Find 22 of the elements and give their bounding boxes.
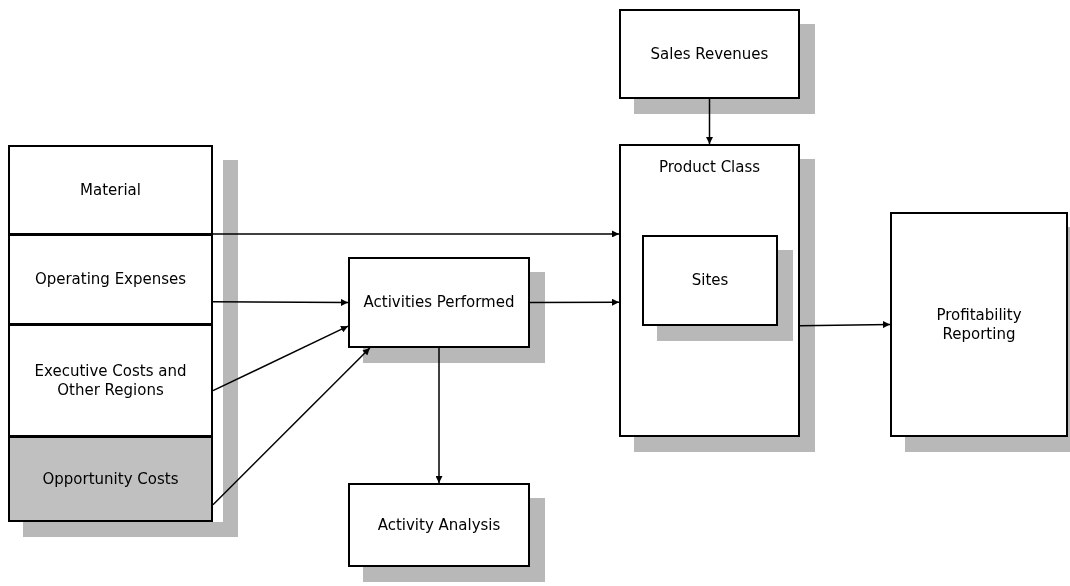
arrow	[212, 298, 349, 306]
arrow	[212, 230, 620, 238]
box-label: Material	[79, 180, 142, 200]
box-label: Profitability Reporting	[935, 305, 1023, 344]
box-label: Activities Performed	[362, 293, 516, 312]
box-label: Opportunity Costs	[41, 469, 180, 489]
process-box	[8, 234, 213, 325]
arrow	[435, 347, 443, 484]
arrow	[706, 98, 713, 145]
arrow	[212, 347, 371, 506]
arrow	[529, 298, 620, 306]
box-label: Executive Costs and Other Regions	[33, 361, 188, 400]
box-label: Activity Analysis	[376, 515, 502, 535]
box-label: Sites	[690, 271, 730, 290]
process-box	[8, 436, 213, 522]
arrow	[212, 325, 349, 392]
box-label: Sales Revenues	[649, 44, 770, 64]
box-label: Product Class	[657, 158, 762, 177]
process-box	[8, 145, 213, 235]
arrow	[799, 321, 891, 329]
process-box	[8, 324, 213, 437]
box-label: Operating Expenses	[33, 270, 188, 289]
